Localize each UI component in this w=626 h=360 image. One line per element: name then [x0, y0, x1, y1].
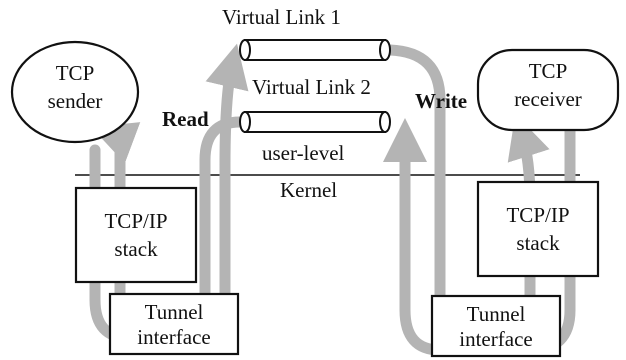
kernel-label: Kernel	[280, 178, 337, 202]
stack-right-line1: TCP/IP	[506, 203, 569, 227]
stack-left-line2: stack	[114, 237, 158, 261]
tcpip-stack-right: TCP/IP stack	[476, 180, 600, 278]
tcp-receiver-line2: receiver	[514, 87, 582, 111]
read-label: Read	[162, 107, 209, 131]
tcp-sender-line2: sender	[48, 89, 103, 113]
write-label: Write	[415, 89, 467, 113]
tunnel-left-line2: interface	[137, 325, 210, 349]
user-level-label: user-level	[262, 141, 345, 165]
virtual-link-1	[239, 39, 391, 61]
tcp-sender-node: TCP sender	[10, 40, 140, 144]
tcpip-stack-left: TCP/IP stack	[74, 186, 198, 284]
virtual-link-1-label: Virtual Link 1	[222, 5, 341, 29]
tunnel-right-line1: Tunnel	[467, 302, 526, 326]
virtual-link-2-label: Virtual Link 2	[252, 75, 371, 99]
tcp-receiver-line1: TCP	[529, 59, 568, 83]
tunnel-right-line2: interface	[459, 327, 532, 351]
virtual-link-2	[239, 111, 391, 133]
tunnel-left-line1: Tunnel	[145, 300, 204, 324]
tcp-receiver-node: TCP receiver	[476, 48, 620, 132]
tcp-sender-line1: TCP	[56, 61, 95, 85]
tunnel-interface-left: Tunnel interface	[108, 292, 240, 356]
tunnel-interface-right: Tunnel interface	[430, 294, 562, 358]
stack-right-line2: stack	[516, 231, 560, 255]
stack-left-line1: TCP/IP	[104, 209, 167, 233]
